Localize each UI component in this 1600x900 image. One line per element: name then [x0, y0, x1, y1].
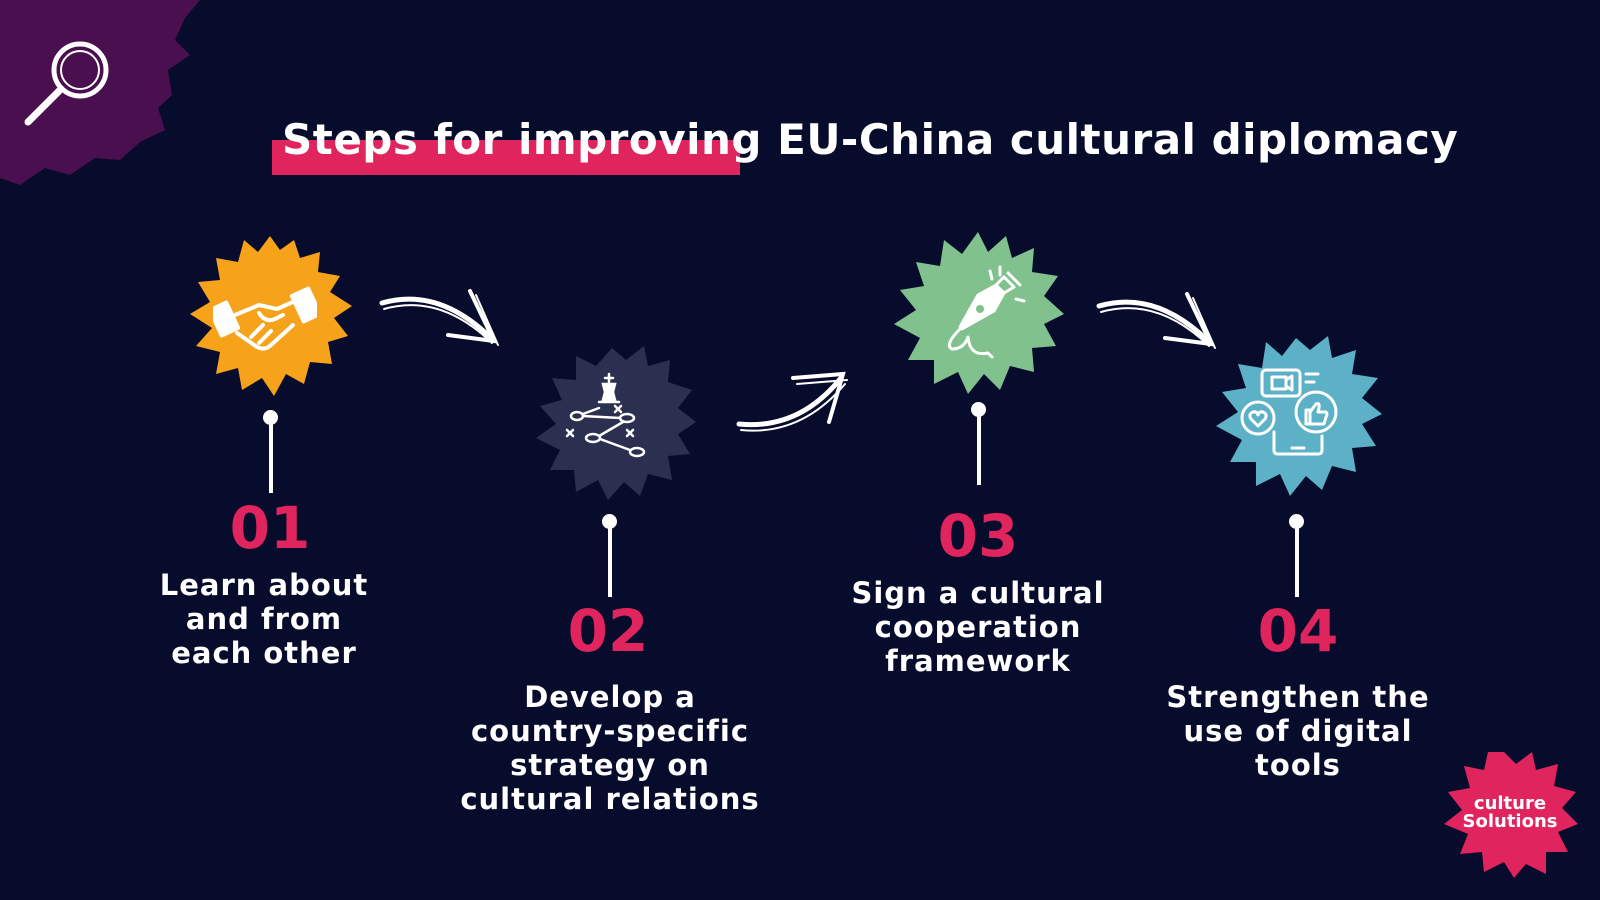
title-rest-text: EU-China cultural diplomacy [777, 115, 1459, 164]
step-4-number: 04 [1257, 597, 1339, 665]
fountain-pen-signature-icon [947, 265, 1026, 359]
magnifying-glass-icon [24, 41, 109, 126]
chess-strategy-icon [565, 372, 646, 458]
brand-splash [1444, 752, 1578, 878]
step-2-splash [536, 346, 696, 500]
step-2-pin-dot [602, 514, 617, 529]
digital-media-icon [1240, 368, 1338, 456]
step-3-number: 03 [937, 502, 1019, 570]
step-1-pin-line [268, 418, 273, 493]
title-highlight-bar [272, 140, 740, 175]
brand-line-1: culture [1473, 793, 1547, 814]
step-4-text: Strengthen the use of digital tools [1166, 680, 1430, 782]
brand-logo: culture Solutions [1450, 795, 1570, 831]
step-4-pin-dot [1289, 514, 1304, 529]
step-1-text: Learn about and from each other [159, 568, 369, 670]
step-2-number: 02 [567, 597, 649, 665]
step-3-pin-dot [971, 402, 986, 417]
arrow-1-icon [379, 289, 499, 346]
step-3-pin-line [976, 410, 981, 485]
step-2-text: Develop a country-specific strategy on c… [460, 680, 760, 816]
step-2-pin-line [607, 522, 612, 597]
title-highlight-text: Steps for improving [282, 115, 762, 164]
step-4-splash [1216, 336, 1382, 496]
page-title: Steps for improving EU-China cultural di… [282, 112, 1458, 168]
arrow-3-icon [1096, 292, 1216, 349]
step-1-number: 01 [229, 494, 311, 562]
step-1-pin-dot [263, 410, 278, 425]
step-1-splash [190, 236, 352, 396]
arrow-2-icon [736, 371, 848, 432]
corner-splash [0, 0, 200, 185]
brand-line-2: Solutions [1462, 811, 1558, 832]
handshake-icon [213, 286, 317, 351]
step-4-pin-line [1294, 522, 1299, 597]
step-3-text: Sign a cultural cooperation framework [851, 576, 1105, 678]
